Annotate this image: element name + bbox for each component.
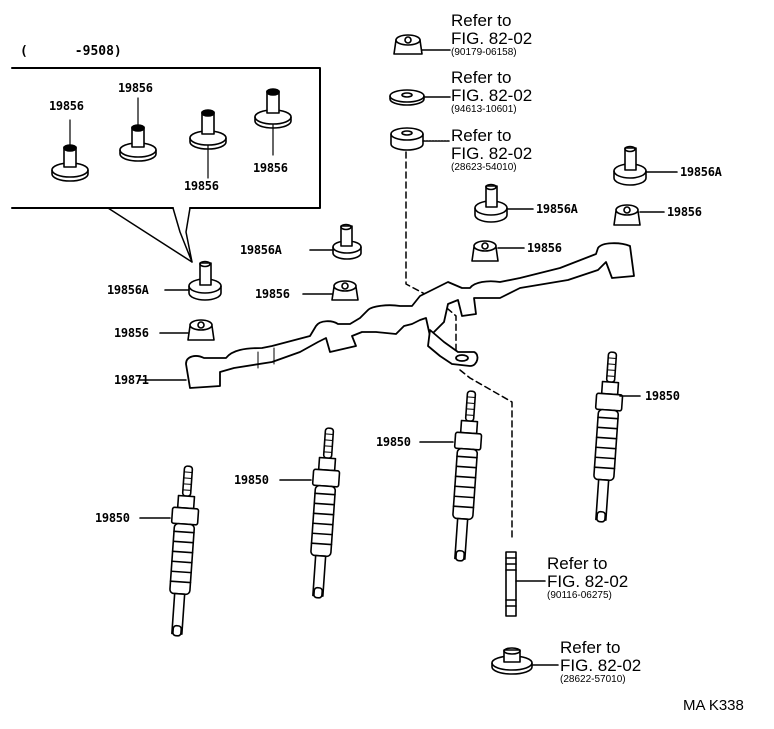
label-glow-plug-3: 19850 <box>376 435 411 449</box>
inset-stud-3 <box>189 109 227 179</box>
reference-nut: Refer to FIG. 82-02 (90179-06158) <box>451 12 532 58</box>
ref-spacer <box>390 127 451 151</box>
reference-part-no: (90179-06158) <box>451 47 517 58</box>
reference-line2: FIG. 82-02 <box>560 656 642 675</box>
stud-right-mid <box>474 183 534 223</box>
label-stud-right-mid: 19856A <box>536 202 578 216</box>
glow-plug-2 <box>310 427 341 599</box>
label-nut-right-lower: 19856 <box>527 241 562 255</box>
reference-line1: Refer to <box>451 68 512 87</box>
stud-center <box>309 223 362 260</box>
assembly-line-bottom <box>459 369 513 541</box>
inset-label-4: 19856 <box>253 161 288 175</box>
reference-part-no: (28623-54010) <box>451 162 517 173</box>
reference-line1: Refer to <box>560 638 621 657</box>
reference-washer: Refer to FIG. 82-02 (94613-10601) <box>451 69 532 115</box>
inset-stud-1 <box>51 119 89 182</box>
nut-right-lower <box>471 240 525 262</box>
inset-stud-4 <box>254 88 292 156</box>
reference-line1: Refer to <box>547 554 608 573</box>
inset-date-note: ( -9508) <box>20 44 122 59</box>
ref-washer <box>389 89 451 106</box>
reference-line2: FIG. 82-02 <box>547 572 629 591</box>
reference-spacer: Refer to FIG. 82-02 (28623-54010) <box>451 127 532 173</box>
label-stud-center: 19856A <box>240 243 282 257</box>
ref-collar <box>491 647 559 675</box>
label-glow-plug-2: 19850 <box>234 473 269 487</box>
inset-stud-2 <box>119 97 157 162</box>
inset-label-1: 19856 <box>49 99 84 113</box>
drawing-code: MA K338 <box>683 697 744 714</box>
label-bus-bar: 19871 <box>114 373 149 387</box>
ref-stud-bolt <box>505 551 546 617</box>
reference-part-no: (28622-57010) <box>560 674 626 685</box>
stud-inset-callout <box>164 260 222 301</box>
label-glow-plug-1: 19850 <box>95 511 130 525</box>
nut-right-mid <box>613 204 665 226</box>
reference-part-no: (94613-10601) <box>451 104 517 115</box>
reference-line1: Refer to <box>451 126 512 145</box>
reference-line2: FIG. 82-02 <box>451 144 533 163</box>
reference-collar: Refer to FIG. 82-02 (28622-57010) <box>560 639 641 685</box>
reference-line1: Refer to <box>451 11 512 30</box>
ref-nut-1 <box>393 34 451 55</box>
label-glow-plug-4: 19850 <box>645 389 680 403</box>
reference-line2: FIG. 82-02 <box>451 29 533 48</box>
label-nut-center: 19856 <box>255 287 290 301</box>
stud-right-upper <box>613 145 678 186</box>
reference-line2: FIG. 82-02 <box>451 86 533 105</box>
label-nut-right-mid: 19856 <box>667 205 702 219</box>
glow-plug-1 <box>169 465 200 637</box>
nut-center <box>302 280 359 301</box>
reference-stud-bolt: Refer to FIG. 82-02 (90116-06275) <box>547 555 628 601</box>
nut-left <box>159 319 215 341</box>
reference-part-no: (90116-06275) <box>547 590 612 601</box>
label-nut-left: 19856 <box>114 326 149 340</box>
inset-box <box>11 67 321 263</box>
label-stud-inset-callout: 19856A <box>107 283 149 297</box>
inset-label-3: 19856 <box>184 179 219 193</box>
inset-label-2: 19856 <box>118 81 153 95</box>
label-stud-right-upper: 19856A <box>680 165 722 179</box>
glow-plug-4 <box>593 351 624 523</box>
bus-bar-19871 <box>139 242 635 389</box>
glow-plug-3 <box>452 390 483 562</box>
